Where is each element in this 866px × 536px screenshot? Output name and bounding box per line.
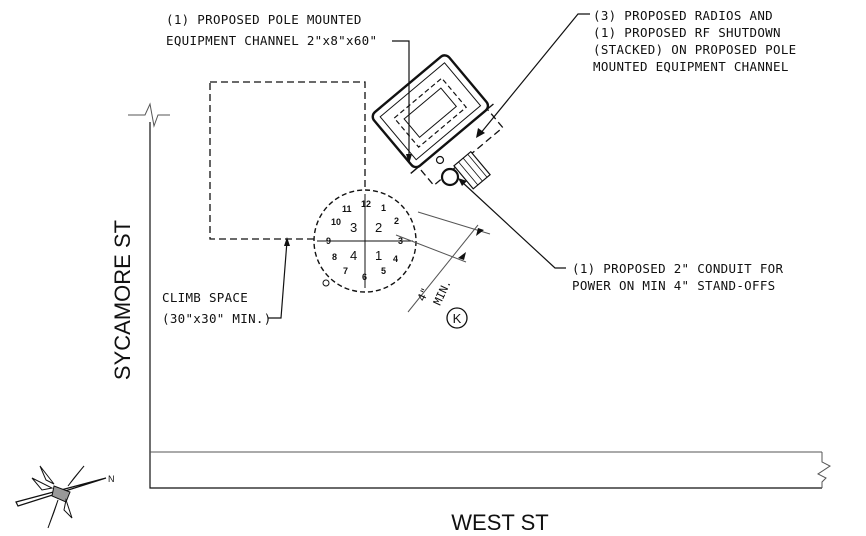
quadrant-1-label: 2: [375, 220, 382, 235]
quadrant-2-label: 3: [350, 220, 357, 235]
break-line-right: [817, 452, 831, 488]
leader-equipment-arrow: [406, 154, 412, 164]
clock-10: 10: [331, 217, 341, 227]
dimension-extension-b: [395, 234, 467, 263]
dimension-arrow-b: [458, 252, 466, 260]
compass-point-nw-icon: [39, 465, 55, 485]
clock-7: 7: [343, 266, 348, 276]
radio-enclosure: [371, 54, 490, 169]
compass-point-sw-icon: [47, 499, 59, 529]
clock-1: 1: [381, 203, 386, 213]
conduit-clamp: [435, 155, 445, 165]
note-equipment-channel: (1) PROPOSED POLE MOUNTED EQUIPMENT CHAN…: [166, 12, 377, 48]
dimension-unit: MIN.: [431, 278, 454, 308]
pole: 2 3 4 1 12 1 2 3 4 5 6 7 8 9 10 11: [313, 189, 417, 293]
pole-tag-icon: [322, 279, 330, 287]
clock-3: 3: [398, 236, 403, 246]
note-conduit: (1) PROPOSED 2" CONDUIT FOR POWER ON MIN…: [572, 261, 791, 293]
break-line-top: [128, 102, 170, 128]
dimension-arrow-a: [476, 228, 484, 236]
note-climb-space: CLIMB SPACE (30"x30" MIN.): [162, 290, 272, 326]
equipment-assembly: [371, 54, 504, 190]
compass-north-label: N: [108, 474, 115, 484]
standoff-line-c: [467, 154, 488, 178]
radio-stack-outline: [403, 87, 458, 138]
clock-6: 6: [362, 272, 367, 282]
leader-conduit-arrow: [458, 178, 467, 186]
clock-8: 8: [332, 252, 337, 262]
compass-point-ne-icon: [67, 465, 85, 487]
radio-inner-outline: [379, 62, 482, 161]
clock-12: 12: [361, 199, 371, 209]
compass-rose: N: [15, 465, 115, 529]
leader-equipment-channel: [392, 40, 410, 160]
compass-point-se-icon: [63, 498, 73, 519]
leader-climb-space: [268, 240, 288, 319]
dimension-line: [407, 224, 479, 313]
mounting-rail: [410, 103, 494, 174]
quadrant-4-label: 1: [375, 248, 382, 263]
standoff-line-b: [462, 157, 483, 182]
quadrant-3-label: 4: [350, 248, 357, 263]
clock-11: 11: [342, 204, 352, 214]
clock-5: 5: [381, 266, 386, 276]
west-st-label: WEST ST: [451, 510, 548, 535]
leader-climb-arrow: [284, 237, 290, 246]
clock-4: 4: [393, 254, 398, 264]
sycamore-st-label: SYCAMORE ST: [110, 220, 135, 380]
dimension-value: 4": [415, 286, 432, 304]
clock-2: 2: [394, 216, 399, 226]
conduit-circle: [440, 167, 460, 187]
curb-line: [149, 122, 822, 489]
standoff-line-a: [458, 161, 479, 186]
note-radios: (3) PROPOSED RADIOS AND (1) PROPOSED RF …: [593, 8, 804, 74]
standoff-bracket: [453, 150, 491, 190]
keynote-label: K: [453, 311, 462, 326]
compass-point-w-icon: [31, 477, 54, 491]
leader-radios-arrow: [476, 128, 485, 138]
leader-conduit: [461, 181, 566, 269]
street-edges: [128, 102, 831, 489]
keynote-circle: [446, 307, 468, 329]
clock-9: 9: [326, 236, 331, 246]
leader-radios: [479, 13, 590, 135]
leaders: [268, 13, 590, 319]
